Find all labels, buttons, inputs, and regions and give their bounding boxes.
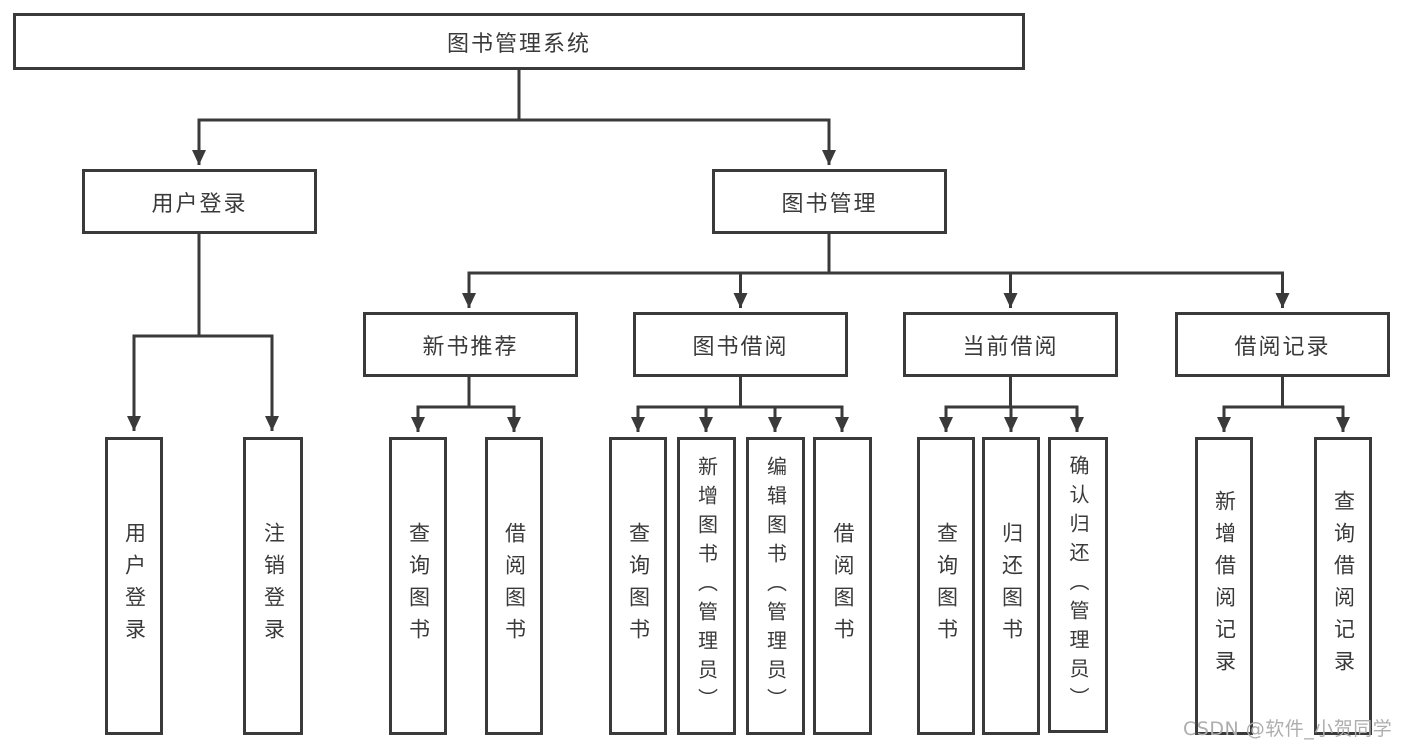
leaf-logout: 注销登录: [243, 437, 303, 735]
leaf-query-books-current: 查询图书: [917, 437, 975, 735]
leaf-borrow-books-recommend: 借阅图书: [485, 437, 543, 735]
node-user-login-branch: 用户登录: [82, 169, 317, 234]
leaf-user-login: 用户登录: [105, 437, 163, 735]
csdn-watermark: CSDN @软件_小贺同学: [1183, 718, 1393, 740]
leaf-confirm-return-admin: 确认归还（管理员）: [1048, 437, 1108, 733]
node-borrowing-records: 借阅记录: [1175, 312, 1390, 377]
leaf-add-borrow-record: 新增借阅记录: [1195, 437, 1253, 735]
node-new-book-recommend: 新书推荐: [363, 312, 578, 377]
node-book-management-branch: 图书管理: [712, 169, 947, 234]
leaf-query-books-recommend: 查询图书: [389, 437, 447, 735]
node-root-library-system: 图书管理系统: [13, 13, 1025, 70]
leaf-query-books-borrow: 查询图书: [609, 437, 667, 735]
leaf-edit-books-admin: 编辑图书（管理员）: [746, 437, 805, 735]
connector-arrows: [127, 120, 1350, 432]
connector-trunks: [132, 70, 1345, 409]
leaf-add-books-admin: 新增图书（管理员）: [677, 437, 736, 735]
leaf-query-borrow-record: 查询借阅记录: [1314, 437, 1372, 735]
leaf-borrow-books: 借阅图书: [813, 437, 872, 735]
leaf-return-books: 归还图书: [982, 437, 1040, 735]
node-book-borrowing: 图书借阅: [633, 312, 848, 377]
node-current-borrowing: 当前借阅: [903, 312, 1118, 377]
